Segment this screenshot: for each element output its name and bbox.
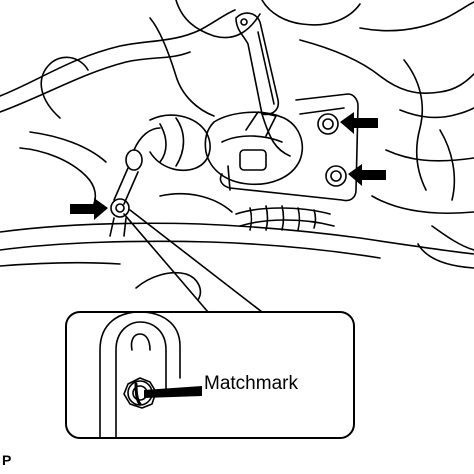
callout-detail-box (65, 311, 355, 439)
arrow-icon-link-nut (70, 198, 108, 220)
pointer-arrows (70, 112, 386, 220)
chassis-background (0, 0, 474, 301)
arrow-icon-bolt-lower (348, 164, 386, 186)
figure-code-label: P (2, 452, 12, 468)
arrow-icon-matchmark (144, 386, 202, 398)
matchmark-label: Matchmark (204, 373, 298, 394)
link-rod (109, 167, 139, 237)
link-nut (110, 198, 130, 218)
callout-leaders (123, 209, 263, 313)
upper-bracket (235, 12, 291, 157)
sensor-link-shaft (125, 114, 211, 172)
mounting-bracket (219, 93, 359, 202)
arrow-icon-bolt-upper (340, 112, 378, 134)
bracket-bolt-lower (325, 165, 347, 187)
bracket-bolt-upper (317, 113, 339, 135)
lower-arm-area (159, 192, 335, 231)
height-control-sensor (204, 111, 304, 191)
